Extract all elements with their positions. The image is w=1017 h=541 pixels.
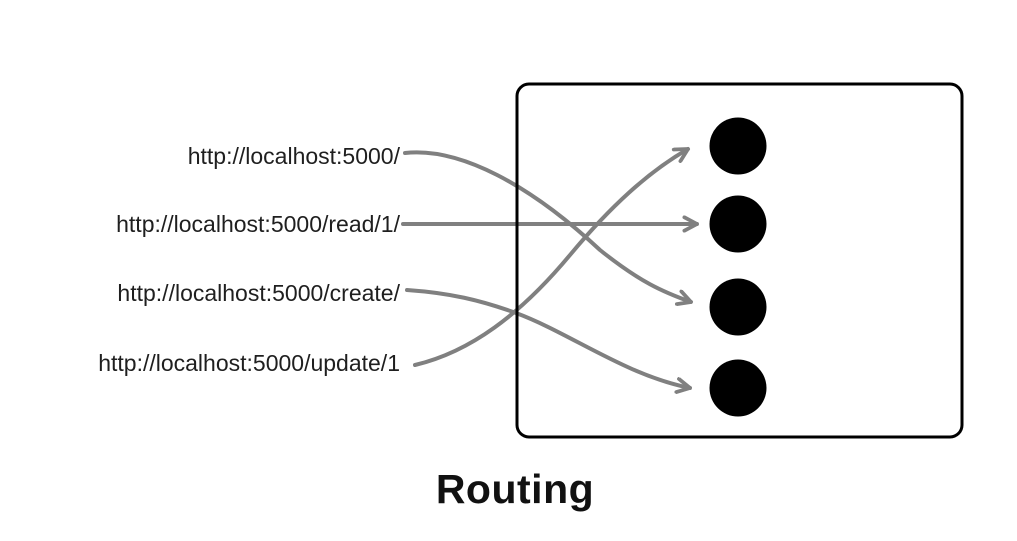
endpoint-dot-4 <box>709 359 767 417</box>
arrow-create-to-endpoint-4 <box>405 288 692 388</box>
url-label-create: http://localhost:5000/create/ <box>117 280 400 306</box>
url-label-home: http://localhost:5000/ <box>187 143 400 169</box>
arrow-home-to-endpoint-3 <box>403 150 693 302</box>
endpoint-dot-2 <box>709 195 767 253</box>
routing-box <box>515 82 964 439</box>
endpoint-dot-3 <box>709 278 767 336</box>
url-label-update: http://localhost:5000/update/1 <box>98 350 400 376</box>
arrow-update-to-endpoint-1 <box>413 147 690 367</box>
endpoint-dot-1 <box>709 117 767 175</box>
url-label-read: http://localhost:5000/read/1/ <box>116 211 400 237</box>
diagram-title: Routing <box>435 466 595 512</box>
